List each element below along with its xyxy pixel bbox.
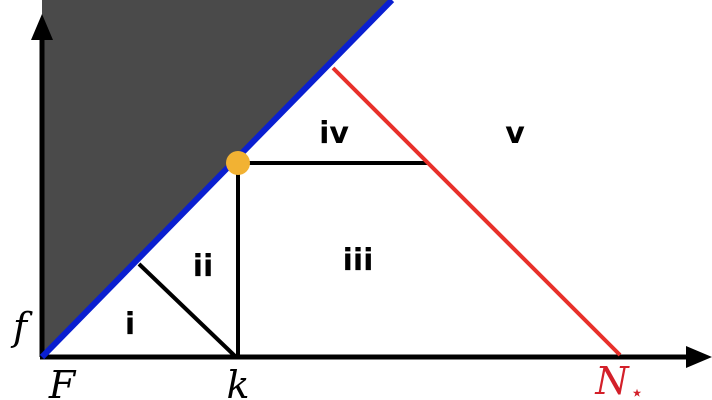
y-axis-label: f [10,305,33,349]
region-label-iii: iii [343,243,374,278]
red-boundary-line [331,66,622,357]
x-axis-arrow [686,346,712,368]
region-label-i: i [125,307,135,342]
origin-label: F [48,363,77,400]
region-label-v: v [505,116,525,151]
region-label-iv: iv [319,116,349,151]
k-label: k [226,363,249,400]
region-label-ii: ii [193,249,214,284]
segment-region-i-ii [137,262,238,359]
end-label-subscript: ⋆ [630,381,644,400]
y-axis-arrow [31,14,53,40]
blue-diagonal-line [39,0,395,360]
end-label: N [594,359,630,400]
orange-point [226,151,250,175]
